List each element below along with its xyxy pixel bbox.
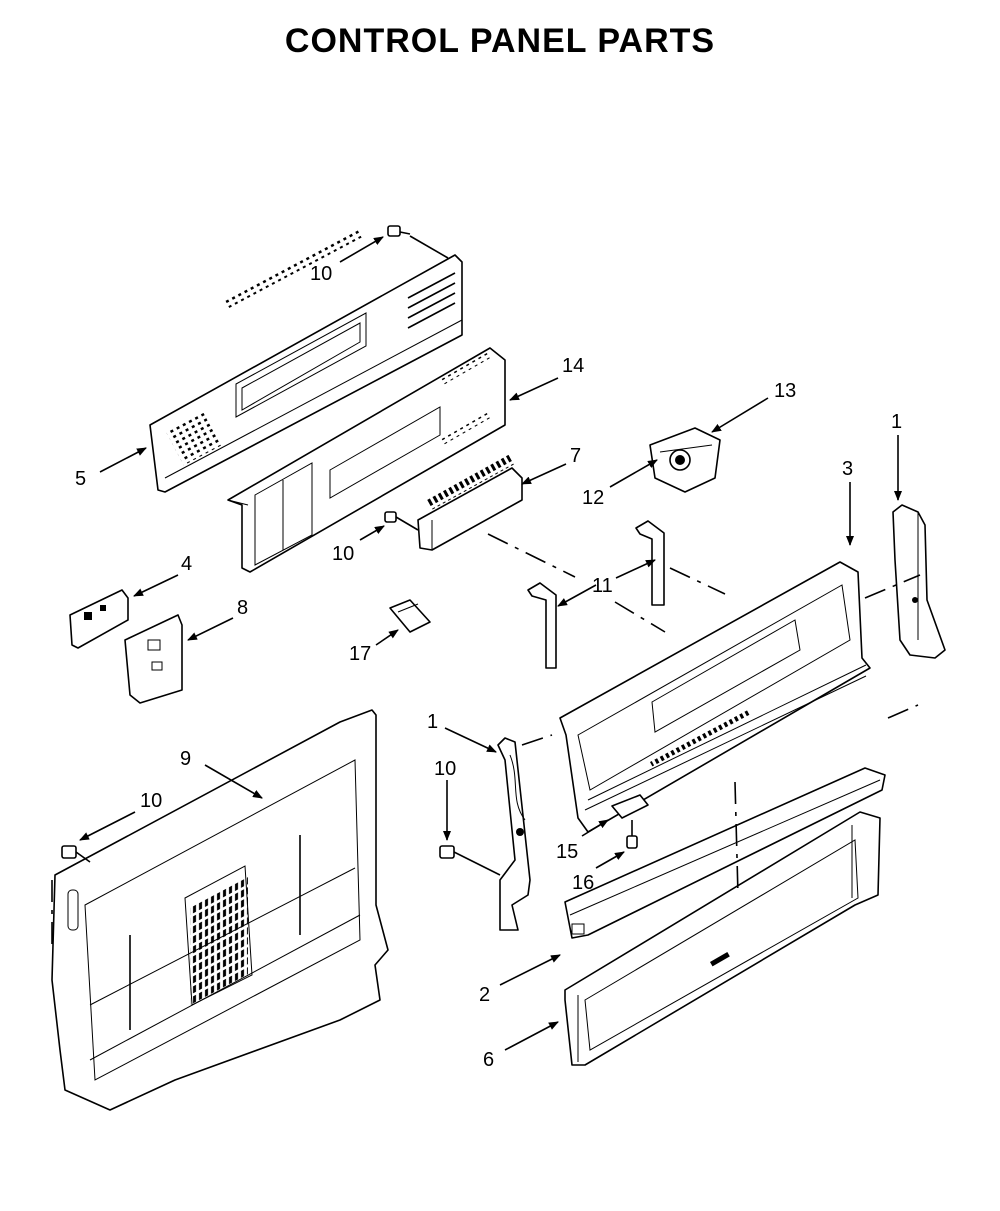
part-8-board-cover [124,614,183,704]
callout-5: 5 [75,468,86,490]
part-13-switch [649,427,721,493]
callout-9: 9 [180,748,191,770]
part-7-trim-strip [417,453,523,551]
part-1-end-cap-left [497,737,531,931]
callout-2: 2 [479,984,490,1006]
part-3-console [559,561,871,833]
part-15-clip [611,794,649,819]
callout-labels: 10 14 13 1 5 7 3 12 10 4 11 8 17 9 1 10 … [75,263,902,1071]
callout-1-middle: 1 [427,711,438,733]
callout-11: 11 [592,575,613,597]
part-11-brackets [527,520,665,669]
part-2-lower-trim [564,767,886,939]
part-9-rear-panel [51,709,389,1111]
callout-10-lower-middle: 10 [434,758,456,780]
part-10-screw-lower-left [61,845,91,863]
part-4-control-board [69,589,129,649]
callout-1-right: 1 [891,411,902,433]
callout-10-lower-left: 10 [140,790,162,812]
diagram-title: CONTROL PANEL PARTS [284,22,716,60]
part-10-screw-middle [384,511,419,531]
part-16-screw [626,820,638,849]
callout-13: 13 [774,380,796,402]
part-14-bracket [227,347,506,573]
callout-17: 17 [349,643,371,665]
callout-7: 7 [570,445,581,467]
callout-4: 4 [181,553,192,575]
callout-10-middle: 10 [332,543,354,565]
callout-6: 6 [483,1049,494,1071]
part-17-clip [389,599,431,633]
part-10-screw-top [387,225,449,259]
callout-3: 3 [842,458,853,480]
callout-15: 15 [556,841,578,863]
part-6-frame [564,811,881,1066]
leader-arrows [79,236,902,1051]
part-5-control-panel-back [149,229,463,493]
assembly-lines [487,533,921,896]
callout-8: 8 [237,597,248,619]
part-1-end-cap-right [892,504,946,659]
callout-10-top: 10 [310,263,332,285]
part-10-screw-lower-middle [439,845,501,876]
callout-14: 14 [562,355,584,377]
callout-12: 12 [582,487,604,509]
callout-16: 16 [572,872,594,894]
